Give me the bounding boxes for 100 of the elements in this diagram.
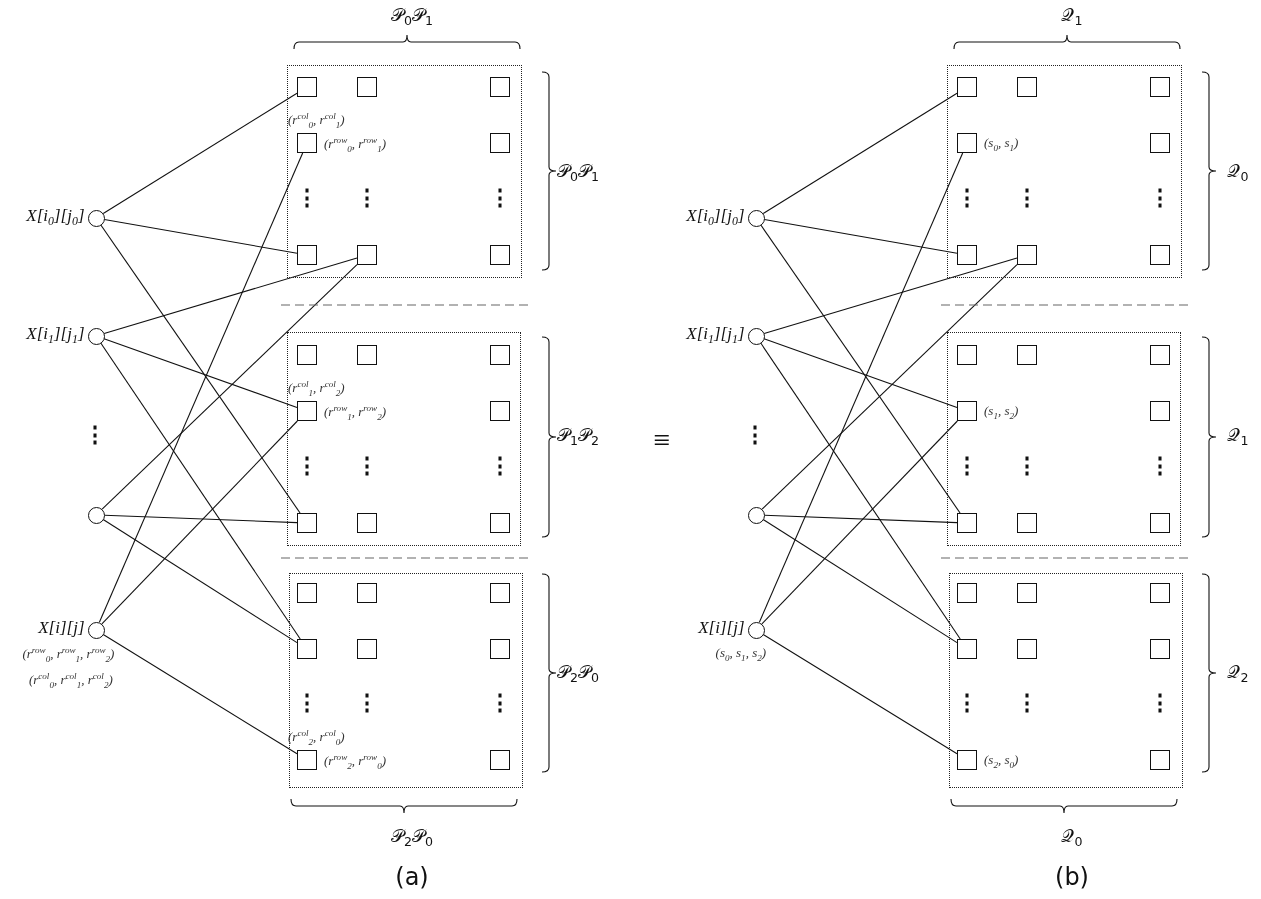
ellipsis-mark: ⋮ bbox=[356, 185, 378, 211]
square-node bbox=[1150, 583, 1170, 603]
brace-label: 𝒫$_{0}$𝒫$_{1}$ bbox=[391, 3, 433, 29]
connector-line bbox=[100, 224, 301, 514]
circle-node bbox=[87, 506, 105, 524]
variable-label: X[i$_{0}$][j$_{0}$] bbox=[686, 205, 745, 229]
brace-label: 𝒬$_{0}$ bbox=[1061, 824, 1083, 850]
square-node bbox=[1017, 345, 1037, 365]
connector-line bbox=[102, 519, 298, 644]
connector-line bbox=[101, 420, 298, 625]
square-node bbox=[957, 345, 977, 365]
square-node bbox=[1150, 77, 1170, 97]
brace-label: 𝒫$_{0}$𝒫$_{1}$ bbox=[557, 159, 599, 185]
dotted-frame bbox=[947, 332, 1181, 546]
ellipsis-mark: ⋮ bbox=[1149, 185, 1171, 211]
equivalence-sign: ≡ bbox=[653, 423, 671, 457]
ellipsis-mark: ⋮ bbox=[489, 185, 511, 211]
square-node bbox=[490, 583, 510, 603]
coordinate-label: (r$^{col}$$_{1}$, r$^{col}$$_{2}$) bbox=[288, 379, 345, 398]
connector-line bbox=[760, 224, 961, 514]
square-node bbox=[297, 77, 317, 97]
variable-label: X[i][j] bbox=[698, 617, 745, 638]
connector-line bbox=[762, 633, 958, 755]
square-node bbox=[1017, 583, 1037, 603]
square-node bbox=[957, 513, 977, 533]
ellipsis-mark: ⋮ bbox=[1016, 185, 1038, 211]
connector-line bbox=[102, 92, 298, 215]
connector-line bbox=[763, 514, 958, 524]
connector-line bbox=[102, 633, 298, 755]
subfigure-caption: (b) bbox=[1055, 863, 1089, 891]
square-node bbox=[297, 583, 317, 603]
variable-label: X[i$_{1}$][j$_{1}$] bbox=[26, 323, 85, 347]
square-node bbox=[1017, 513, 1037, 533]
square-node bbox=[1150, 513, 1170, 533]
ellipsis-mark: ⋮ bbox=[296, 690, 318, 716]
brace-label: 𝒬$_{1}$ bbox=[1061, 3, 1083, 29]
square-node bbox=[1150, 133, 1170, 153]
square-node bbox=[297, 513, 317, 533]
ellipsis-mark: ⋮ bbox=[356, 690, 378, 716]
ellipsis-mark: ⋮ bbox=[956, 690, 978, 716]
brace-label: 𝒫$_{2}$𝒫$_{0}$ bbox=[557, 660, 599, 686]
coordinate-label: (r$^{col}$$_{2}$, r$^{col}$$_{0}$) bbox=[288, 728, 345, 747]
square-node bbox=[490, 750, 510, 770]
ellipsis-mark: ⋮ bbox=[1016, 453, 1038, 479]
square-node bbox=[1017, 77, 1037, 97]
square-node bbox=[957, 639, 977, 659]
square-node bbox=[490, 401, 510, 421]
connector-line bbox=[763, 257, 1018, 335]
brace-label: 𝒬$_{2}$ bbox=[1227, 660, 1249, 686]
connector-line bbox=[103, 338, 298, 408]
ellipsis-mark: ⋮ bbox=[1149, 690, 1171, 716]
subfigure-caption: (a) bbox=[395, 863, 429, 891]
dotted-frame bbox=[949, 573, 1183, 788]
ellipsis-mark: ⋮ bbox=[1149, 453, 1171, 479]
ellipsis-mark: ⋮ bbox=[296, 453, 318, 479]
connector-line bbox=[100, 342, 301, 640]
connector-line bbox=[103, 218, 298, 254]
square-node bbox=[357, 245, 377, 265]
connector-line bbox=[758, 152, 964, 623]
ellipsis-mark: ⋮ bbox=[84, 422, 106, 448]
square-node bbox=[490, 245, 510, 265]
variable-label: X[i$_{1}$][j$_{1}$] bbox=[686, 323, 745, 347]
square-node bbox=[490, 639, 510, 659]
square-node bbox=[297, 345, 317, 365]
circle-node bbox=[747, 506, 765, 524]
dotted-frame bbox=[287, 332, 521, 546]
coordinate-label: (s$_{2}$, s$_{0}$) bbox=[984, 752, 1019, 770]
ellipsis-mark: ⋮ bbox=[956, 453, 978, 479]
square-node bbox=[957, 77, 977, 97]
square-node bbox=[1150, 245, 1170, 265]
connector-line bbox=[101, 264, 358, 510]
brace-label: 𝒫$_{2}$𝒫$_{0}$ bbox=[391, 824, 433, 850]
dotted-frame bbox=[287, 65, 522, 278]
brace-label: 𝒬$_{0}$ bbox=[1227, 159, 1249, 185]
connector-line bbox=[103, 257, 358, 335]
coordinate-label: (r$^{col}$$_{0}$, r$^{col}$$_{1}$) bbox=[288, 111, 345, 130]
variable-label: X[i$_{0}$][j$_{0}$] bbox=[26, 205, 85, 229]
coordinate-label: (r$^{row}$$_{0}$, r$^{row}$$_{1}$) bbox=[324, 135, 387, 154]
connector-line bbox=[763, 218, 958, 254]
ellipsis-mark: ⋮ bbox=[956, 185, 978, 211]
brace-label: 𝒬$_{1}$ bbox=[1227, 423, 1249, 449]
ellipsis-mark: ⋮ bbox=[744, 422, 766, 448]
coordinate-label: (r$^{row}$$_{1}$, r$^{row}$$_{2}$) bbox=[324, 403, 387, 422]
square-node bbox=[357, 345, 377, 365]
ellipsis-mark: ⋮ bbox=[489, 453, 511, 479]
square-node bbox=[1150, 401, 1170, 421]
ellipsis-mark: ⋮ bbox=[1016, 690, 1038, 716]
square-node bbox=[490, 345, 510, 365]
square-node bbox=[357, 513, 377, 533]
connector-line bbox=[762, 519, 958, 644]
square-node bbox=[357, 583, 377, 603]
connector-line bbox=[761, 420, 958, 625]
square-node bbox=[1150, 345, 1170, 365]
connector-line bbox=[761, 264, 1018, 510]
square-node bbox=[357, 77, 377, 97]
coordinate-label: (r$^{col}$$_{0}$, r$^{col}$$_{1}$, r$^{col}$$_{2}$) bbox=[28, 670, 113, 690]
square-node bbox=[297, 639, 317, 659]
brace-label: 𝒫$_{1}$𝒫$_{2}$ bbox=[557, 423, 599, 449]
ellipsis-mark: ⋮ bbox=[489, 690, 511, 716]
square-node bbox=[957, 245, 977, 265]
